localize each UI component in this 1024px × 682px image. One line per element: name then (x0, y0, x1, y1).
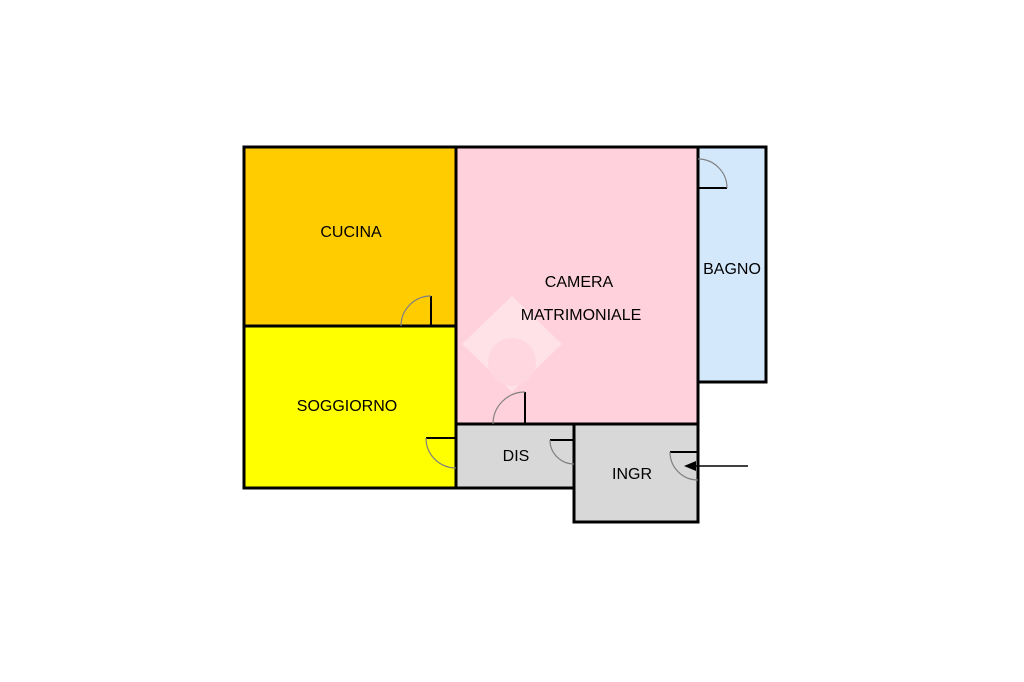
room-camera-matrimoniale (456, 147, 698, 424)
walls (242, 145, 768, 524)
room-dis (456, 424, 574, 488)
room-cucina (244, 147, 456, 326)
door-camera (492, 391, 526, 425)
label-soggiorno: SOGGIORNO (297, 398, 397, 415)
label-matrimoniale: MATRIMONIALE (521, 307, 642, 324)
door-dis (549, 439, 575, 465)
door-bagno (697, 158, 728, 189)
door-soggiorno (425, 437, 457, 469)
label-camera: CAMERA (545, 274, 614, 291)
room-soggiorno (244, 326, 456, 488)
label-ingr: INGR (612, 466, 652, 483)
room-bagno (698, 147, 766, 382)
label-bagno: BAGNO (703, 261, 761, 278)
door-ingr (669, 451, 699, 481)
label-dis: DIS (503, 448, 530, 465)
door-cucina (400, 295, 432, 327)
entrance-arrow-icon (684, 461, 748, 471)
room-ingr (574, 424, 698, 522)
watermark-logo-icon (462, 296, 562, 392)
label-cucina: CUCINA (320, 224, 382, 241)
